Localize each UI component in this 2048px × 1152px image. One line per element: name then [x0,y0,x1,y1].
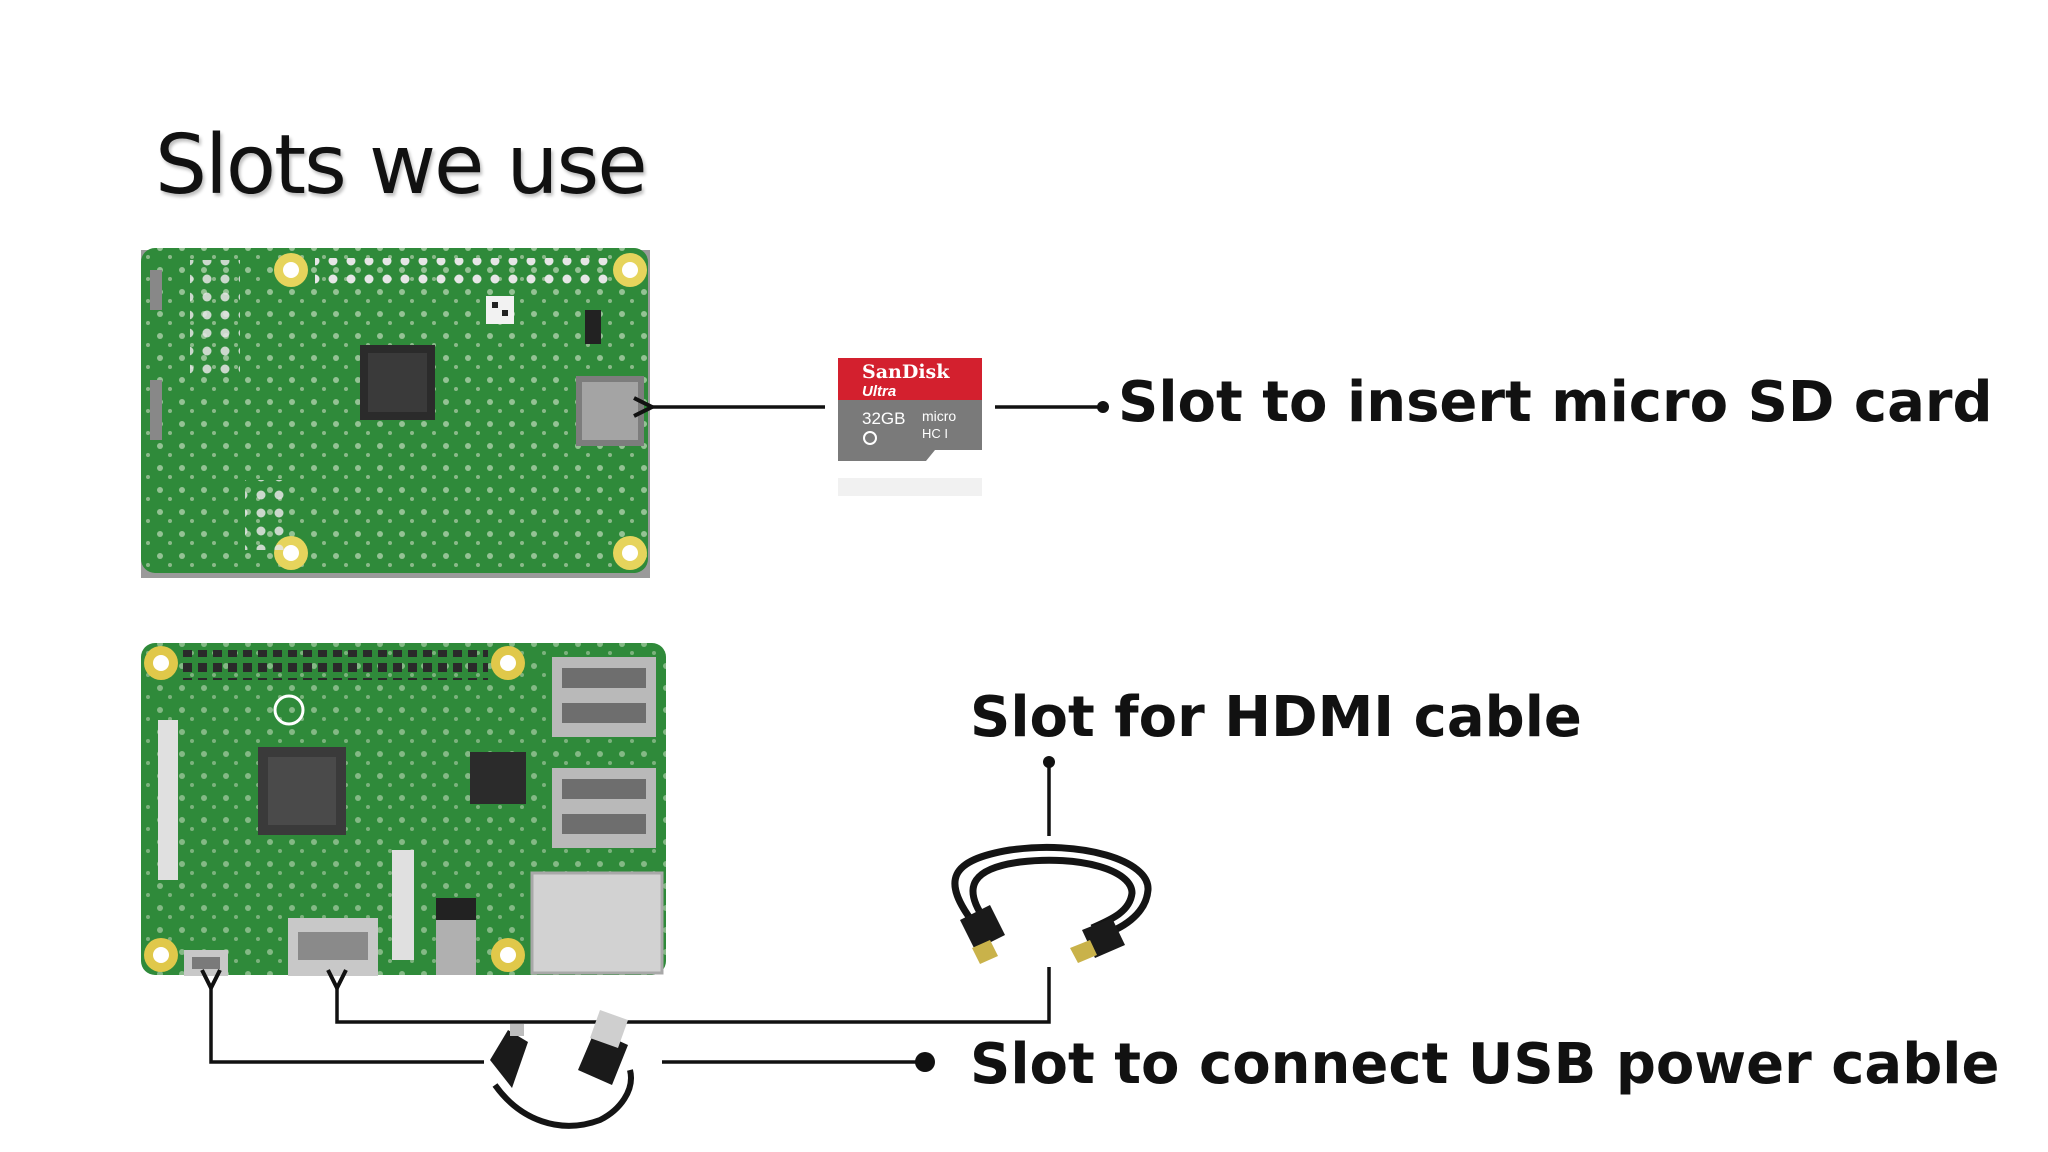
sd-line: Ultra [862,383,896,400]
sd-type: micro [922,408,956,424]
sd-class: HC I [922,426,948,441]
usb-arrow [211,988,484,1064]
page-title: Slots we use [155,118,648,213]
usb-cable-icon [490,1010,634,1129]
usb-power-slot-label: Slot to connect USB power cable [970,1032,2000,1097]
raspberry-pi-back-board-icon [141,248,650,578]
micro-sd-card-icon: SanDisk Ultra 32GB micro HC I [838,358,982,496]
raspberry-pi-front-board-icon [141,643,666,976]
sd-brand: SanDisk [862,361,950,383]
hdmi-slot-label: Slot for HDMI cable [970,685,1582,750]
hdmi-arrow [337,967,1051,1024]
hdmi-cable-icon [951,843,1152,964]
sd-capacity: 32GB [862,409,905,428]
sd-card-slot-label: Slot to insert micro SD card [1118,370,1993,435]
